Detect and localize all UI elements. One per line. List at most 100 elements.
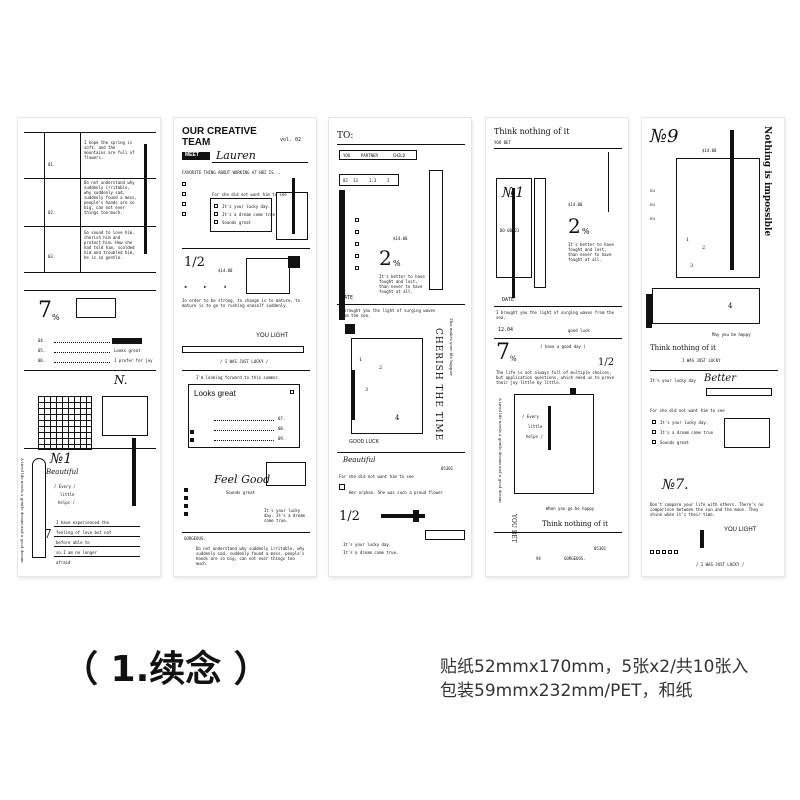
- text-line: I have experienced the: [56, 520, 109, 525]
- list-number: 08.: [278, 426, 286, 431]
- text-line: feeling of love but not: [56, 530, 112, 535]
- product-title: （ 1.续念 ）: [62, 649, 270, 690]
- paragraph: In order to be strong, to change is to m…: [182, 298, 301, 308]
- half-fraction: 1/2: [598, 357, 615, 368]
- half-fraction: 1/2: [184, 255, 205, 270]
- vol-label: vol. 02: [280, 137, 302, 143]
- vertical-text: A tired life needs a gentle dream and a …: [20, 458, 25, 563]
- dream-text: It's a dream come true.: [343, 550, 399, 555]
- may-label: May you be happy: [712, 332, 751, 337]
- list-number: 09.: [278, 436, 286, 441]
- lucky-day-label: It's your lucky day: [650, 378, 696, 383]
- mini-value: 82: [343, 178, 348, 183]
- feel-good-script: Feel Good: [214, 473, 271, 486]
- media-control[interactable]: ◀: [184, 284, 187, 289]
- number-label: 2: [379, 365, 383, 371]
- poem-line: helps /: [58, 500, 75, 505]
- number-nine: №9: [650, 126, 679, 147]
- paragraph: Do not understand why suddenly irritable…: [84, 180, 137, 215]
- list-number: 07.: [278, 416, 286, 421]
- date-label: DATE: [502, 297, 515, 303]
- paragraph: I brought you the light of surging waves…: [496, 310, 615, 320]
- light-label: YOU LIGHT: [724, 527, 757, 533]
- number-label: 4: [395, 414, 400, 422]
- good-luck-label: GOOD LUCK: [349, 439, 380, 445]
- spec-line-1: 贴纸52mmx170mm，5张x2/共10张入: [440, 657, 749, 677]
- text-line: afraid: [56, 560, 71, 565]
- half-fraction: 1/2: [339, 509, 360, 524]
- note-text: For she did not want him to see: [212, 192, 287, 197]
- small-label: nu: [650, 202, 655, 207]
- tab-label[interactable]: CHILD: [393, 153, 406, 158]
- gorgeous-label: GORGEOUS.: [184, 536, 206, 541]
- poem-line: little: [528, 424, 543, 429]
- checkbox-label: It's a dream come true: [660, 430, 713, 435]
- you-bet-vertical: YOU BET: [510, 514, 517, 543]
- item-number: 01.: [48, 162, 56, 167]
- header-title: Think nothing of it: [494, 127, 570, 136]
- vertical-subtitle: This makes your life happier: [449, 318, 454, 376]
- mark-n: N.: [114, 373, 128, 387]
- code-label: 05301: [594, 546, 607, 551]
- list-number: 06.: [38, 358, 46, 363]
- looks-great-label: Looks great: [194, 389, 236, 398]
- vertical-title: CHERISH THE TIME: [433, 328, 443, 442]
- script-text: Beautiful: [46, 468, 79, 476]
- meet-label: MEET: [185, 152, 199, 158]
- foot-number: 94: [536, 556, 541, 561]
- number-label: 3: [365, 387, 369, 393]
- lucky-label: / I WAS JUST LUCKY /: [220, 359, 269, 364]
- note-text: For she did not want him to see: [650, 408, 725, 413]
- paragraph: Don't compare your life with others. The…: [650, 502, 764, 517]
- poem-line: little: [60, 492, 75, 497]
- paragraph: I brought you the light of surging waves…: [339, 308, 436, 318]
- tab-label[interactable]: YOU: [343, 153, 351, 158]
- sticker-sheet-4[interactable]: Think nothing of it YOU BET №1 BO 00023 …: [486, 118, 628, 576]
- poem-line: / Every: [522, 414, 539, 419]
- list-label: I prefer for joy: [114, 358, 153, 363]
- number-label: 1: [686, 237, 690, 243]
- price-label: $14.00: [218, 268, 233, 273]
- price-label: $14.00: [568, 202, 583, 207]
- percent-sign: %: [582, 227, 590, 236]
- better-script: Better: [704, 373, 737, 384]
- vertical-text: A tired life needs a gentle dream and a …: [498, 398, 503, 503]
- number-label: 1: [359, 357, 363, 363]
- percent-sign: %: [52, 313, 60, 322]
- code-label: 05301: [441, 466, 454, 471]
- paragraph: Do not understand why suddenly irritable…: [196, 546, 305, 566]
- spec-line-2: 包装59mmx232mm/PET，和纸: [440, 681, 693, 701]
- good-luck-label: good luck: [568, 328, 590, 333]
- have-good-day-label: ( have a good day ): [540, 344, 586, 349]
- number-one: №1: [50, 451, 73, 467]
- item-number: 03.: [48, 254, 56, 259]
- checkbox-label: Sounds great: [660, 440, 689, 445]
- paragraph: The life is not always full of multiple …: [496, 370, 615, 385]
- looking-label: I'm looking forward to this summer.: [196, 375, 281, 380]
- media-control[interactable]: ▶: [204, 284, 207, 289]
- subtext: It's better to have fought and lost, tha…: [379, 274, 425, 294]
- media-control[interactable]: ▮: [224, 284, 227, 289]
- price-label: $14.00: [393, 236, 408, 241]
- small-label: nu: [650, 216, 655, 221]
- checkbox-label: Sounds great: [222, 220, 251, 225]
- percent-sign: %: [393, 259, 401, 268]
- gorgeous-label: GORGEOUS.: [564, 556, 586, 561]
- sticker-sheet-3[interactable]: TO: YOU PARTNER CHILD 82 13 1.3 2 $14.00…: [329, 118, 471, 576]
- favorite-label: FAVORITE THING ABOUT WORKING AT HBI IS..…: [182, 170, 281, 175]
- percent-number: 2: [568, 214, 581, 238]
- small-label: nu: [650, 188, 655, 193]
- lucky-label: I WAS JUST LUCKY: [682, 358, 721, 363]
- sticker-sheet-2[interactable]: OUR CREATIVE TEAM vol. 02 MEET Lauren FA…: [174, 118, 316, 576]
- tab-label[interactable]: PARTNER: [361, 153, 378, 158]
- seven-number: 7: [496, 340, 510, 365]
- seven-number: 7: [44, 527, 52, 541]
- poem-line: / Every /: [54, 484, 76, 489]
- sticker-sheet-5[interactable]: №9 $14.00 Nothing is impossible nu nu nu…: [642, 118, 784, 576]
- list-number: 04.: [38, 338, 46, 343]
- date-value: 12.04: [498, 327, 514, 333]
- wanna-text: When you go be happy: [546, 506, 595, 511]
- sticker-sheet-1[interactable]: 01. 02. 03. I hope the spring is soft, a…: [18, 118, 160, 576]
- mini-value: 2: [387, 178, 390, 183]
- text-line: so I am no longer: [56, 550, 97, 555]
